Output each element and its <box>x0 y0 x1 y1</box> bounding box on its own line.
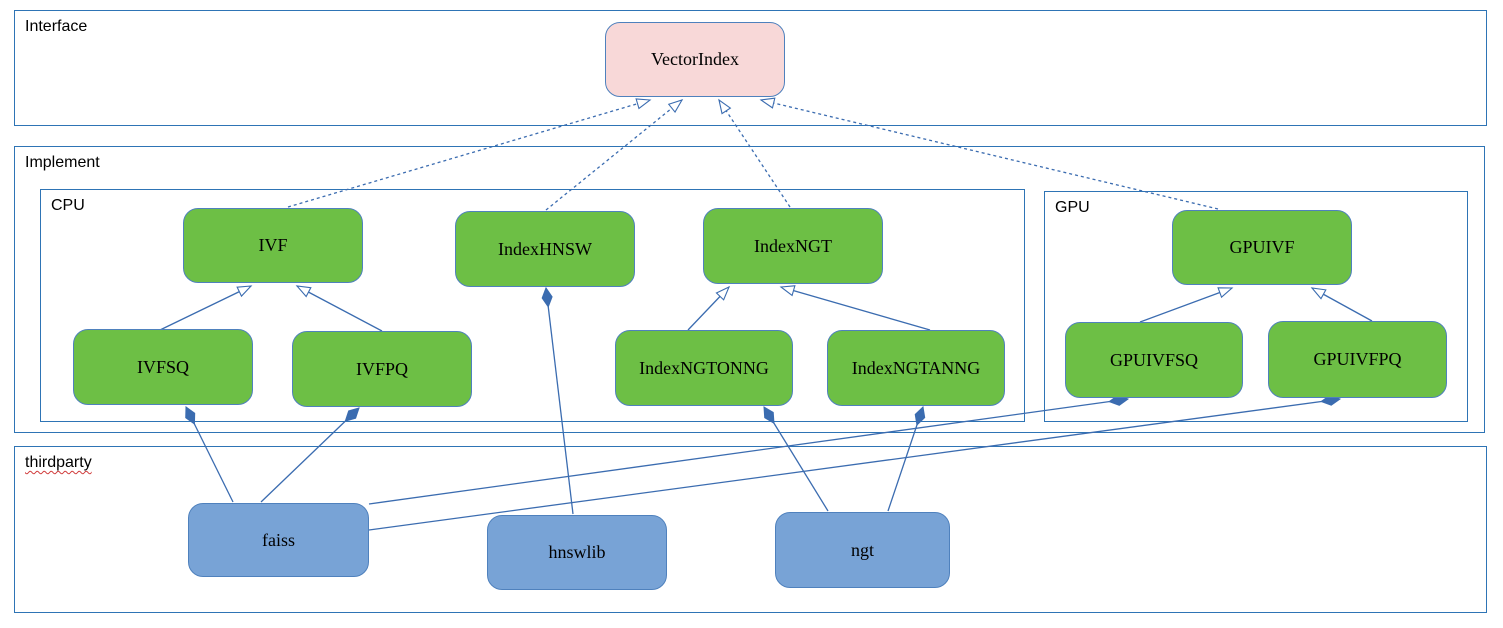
node-gpuivfsq: GPUIVFSQ <box>1065 322 1243 398</box>
frame-cpu-label: CPU <box>51 197 85 214</box>
node-faiss: faiss <box>188 503 369 577</box>
node-ivfpq: IVFPQ <box>292 331 472 407</box>
node-ivfsq: IVFSQ <box>73 329 253 405</box>
node-indexhnsw: IndexHNSW <box>455 211 635 287</box>
node-gpuivfpq: GPUIVFPQ <box>1268 321 1447 398</box>
node-hnswlib: hnswlib <box>487 515 667 590</box>
node-vectorindex: VectorIndex <box>605 22 785 97</box>
node-indexngt: IndexNGT <box>703 208 883 284</box>
node-indexngtanng: IndexNGTANNG <box>827 330 1005 406</box>
frame-thirdparty-label: thirdparty <box>25 454 92 471</box>
node-indexngtonng: IndexNGTONNG <box>615 330 793 406</box>
frame-gpu-label: GPU <box>1055 199 1090 216</box>
frame-implement-label: Implement <box>25 154 100 171</box>
node-ivf: IVF <box>183 208 363 283</box>
node-ngt: ngt <box>775 512 950 588</box>
node-gpuivf: GPUIVF <box>1172 210 1352 285</box>
frame-interface-label: Interface <box>25 18 88 35</box>
